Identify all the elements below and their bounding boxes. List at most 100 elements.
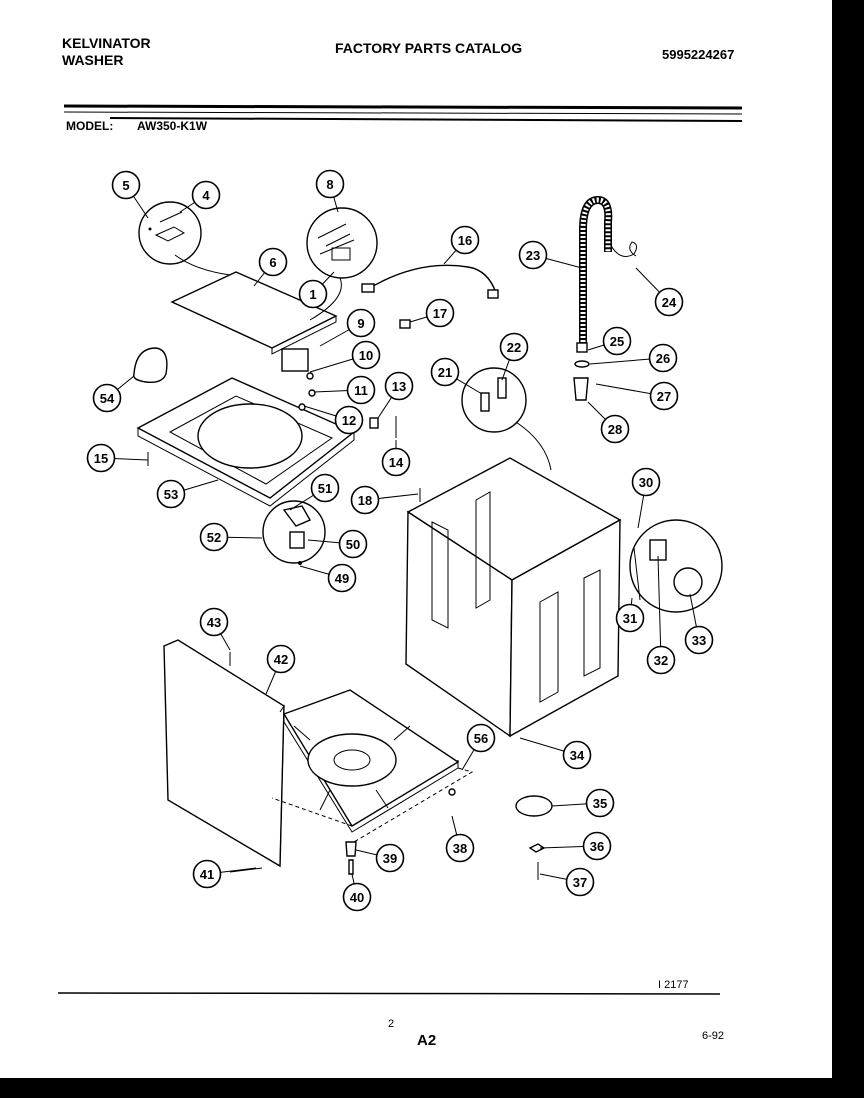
callout-49: 49 — [327, 563, 357, 593]
callout-9: 9 — [346, 308, 376, 338]
hose-guide — [609, 241, 638, 257]
power-cord — [361, 264, 499, 299]
callout-number: 21 — [438, 365, 452, 380]
model-label: MODEL: — [66, 119, 114, 133]
callout-number: 54 — [100, 391, 115, 406]
callout-22: 22 — [499, 332, 529, 362]
catalog-part-number: 5995224267 — [662, 47, 735, 62]
callout-52: 52 — [199, 522, 229, 552]
callout-number: 1 — [309, 287, 316, 302]
callout-51: 51 — [310, 473, 340, 503]
callout-number: 14 — [389, 455, 404, 470]
callout-number: 5 — [122, 178, 129, 193]
callout-56: 56 — [466, 723, 496, 753]
callout-43: 43 — [199, 607, 229, 637]
callout-27: 27 — [649, 381, 679, 411]
tub-ring — [515, 795, 553, 817]
callout-number: 4 — [202, 188, 210, 203]
callout-number: 18 — [358, 493, 372, 508]
callout-31: 31 — [615, 603, 645, 633]
leader-line-32 — [657, 555, 662, 661]
header-rule — [63, 104, 743, 122]
top-cover — [136, 377, 356, 507]
callout-number: 37 — [573, 875, 587, 890]
callout-37: 37 — [565, 867, 595, 897]
callout-10: 10 — [351, 340, 381, 370]
hose-ring — [574, 360, 590, 368]
callout-40: 40 — [342, 882, 372, 912]
leg-nut — [348, 859, 354, 875]
callout-23: 23 — [518, 240, 548, 270]
callout-number: 53 — [164, 487, 178, 502]
motor-detail — [629, 519, 723, 613]
front-screw — [229, 867, 263, 873]
callout-11: 11 — [346, 375, 376, 405]
callout-25: 25 — [602, 326, 632, 356]
callout-number: 15 — [94, 451, 108, 466]
lid-gasket — [133, 347, 168, 384]
callout-number: 10 — [359, 348, 373, 363]
callout-24: 24 — [654, 287, 684, 317]
callout-6: 6 — [258, 247, 288, 277]
callout-number: 56 — [474, 731, 488, 746]
callout-38: 38 — [445, 833, 475, 863]
callout-5: 5 — [111, 170, 141, 200]
callout-33: 33 — [684, 625, 714, 655]
callout-number: 22 — [507, 340, 521, 355]
catalog-sheet: KELVINATOR WASHER FACTORY PARTS CATALOG … — [0, 0, 832, 1078]
callout-number: 30 — [639, 475, 653, 490]
callout-number: 25 — [610, 334, 624, 349]
page-number: 2 — [388, 1018, 395, 1030]
callout-41: 41 — [192, 859, 222, 889]
callout-18: 18 — [350, 485, 380, 515]
callout-number: 16 — [458, 233, 472, 248]
callout-8: 8 — [315, 169, 345, 199]
callout-number: 28 — [608, 422, 622, 437]
callout-number: 32 — [654, 653, 668, 668]
exploded-parts-diagram: 1456891011121314151617182122232425262728… — [57, 104, 743, 995]
callout-number: 38 — [453, 841, 467, 856]
callout-number: 12 — [342, 413, 356, 428]
callout-labels: 1456891011121314151617182122232425262728… — [86, 169, 714, 912]
callout-number: 42 — [274, 652, 288, 667]
brand-name: KELVINATOR WASHER — [62, 35, 151, 69]
callout-number: 6 — [269, 255, 276, 270]
catalog-title: FACTORY PARTS CATALOG — [335, 40, 523, 56]
callout-36: 36 — [582, 831, 612, 861]
brand-line-1: KELVINATOR — [62, 35, 151, 51]
callout-number: 49 — [335, 571, 349, 586]
callout-17: 17 — [425, 298, 455, 328]
model-value: AW350-K1W — [137, 119, 208, 133]
switch-washer — [298, 403, 306, 411]
callout-53: 53 — [156, 479, 186, 509]
washer-cabinet — [405, 457, 622, 738]
callout-26: 26 — [648, 343, 678, 373]
callout-number: 41 — [200, 867, 214, 882]
callout-54: 54 — [92, 383, 122, 413]
callout-number: 50 — [346, 537, 360, 552]
leveling-leg — [345, 841, 357, 857]
hose-coupling — [573, 377, 589, 401]
date-code: 6-92 — [702, 1030, 725, 1042]
callout-number: 31 — [623, 611, 637, 626]
brand-line-2: WASHER — [62, 52, 124, 68]
washer-base — [271, 689, 474, 843]
base-plug — [448, 788, 456, 796]
callout-number: 27 — [657, 389, 671, 404]
callout-number: 52 — [207, 530, 221, 545]
lid-switch-detail — [306, 207, 378, 321]
drawing-code: I 2177 — [658, 979, 689, 991]
callout-42: 42 — [266, 644, 296, 674]
callout-number: 24 — [662, 295, 677, 310]
switch-nut — [308, 389, 316, 397]
callout-number: 9 — [357, 316, 364, 331]
callout-28: 28 — [600, 414, 630, 444]
lid-hinge-detail — [138, 201, 231, 276]
callout-number: 34 — [570, 748, 585, 763]
callout-number: 33 — [692, 633, 706, 648]
callout-number: 17 — [433, 306, 447, 321]
callout-35: 35 — [585, 788, 615, 818]
callout-4: 4 — [191, 180, 221, 210]
callout-16: 16 — [450, 225, 480, 255]
callout-14: 14 — [381, 447, 411, 477]
